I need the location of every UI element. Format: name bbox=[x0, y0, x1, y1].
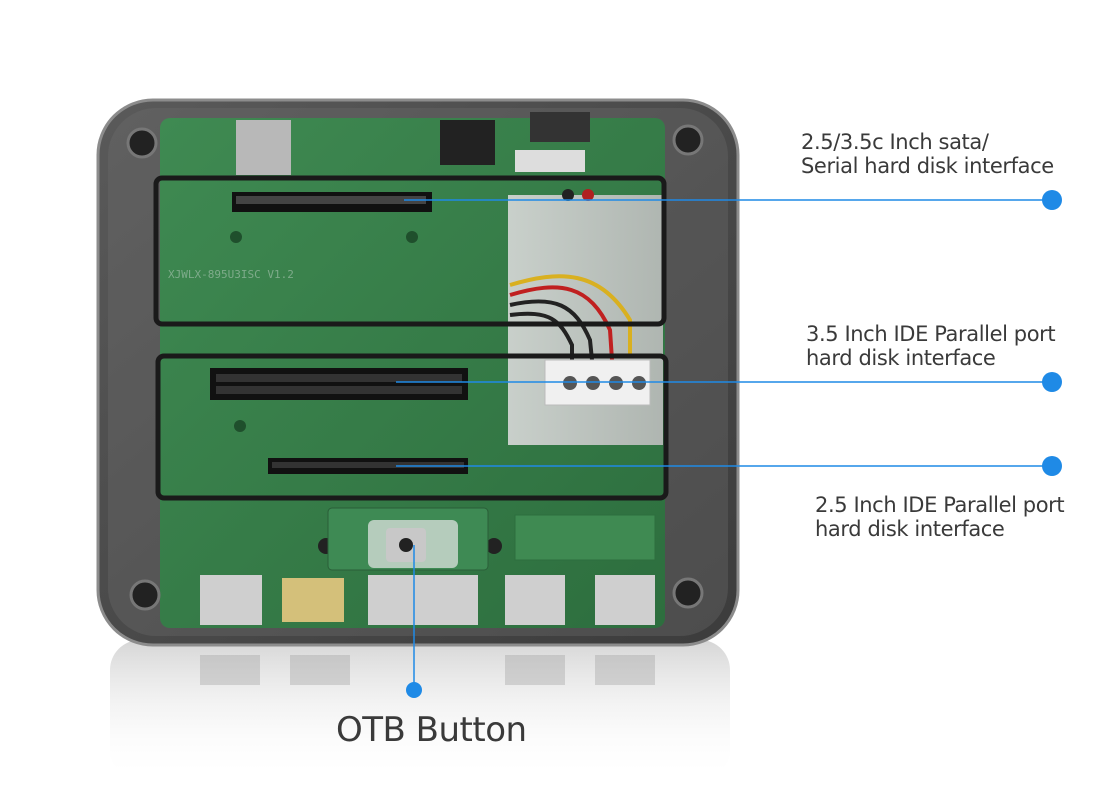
callout-ide35 bbox=[396, 372, 1062, 392]
front-ports bbox=[200, 507, 656, 625]
ide35-label-line-1: 3.5 Inch IDE Parallel port bbox=[806, 322, 1056, 346]
ide25-label: 2.5 Inch IDE Parallel port hard disk int… bbox=[815, 493, 1065, 541]
callout-ide25 bbox=[396, 456, 1062, 476]
ide-bay bbox=[155, 353, 669, 501]
callout-sata bbox=[404, 190, 1062, 210]
ide35-label-line-2: hard disk interface bbox=[806, 346, 996, 370]
case-reflection bbox=[110, 640, 730, 780]
otb-button-label: OTB Button bbox=[336, 710, 527, 750]
callout-otb bbox=[406, 545, 422, 698]
sata-bay bbox=[153, 175, 667, 327]
board-silkscreen-text: XJWLX-895U3ISC V1.2 bbox=[168, 268, 294, 281]
sata-label-line-1: 2.5/3.5c Inch sata/ bbox=[801, 130, 989, 154]
corner-screws bbox=[126, 124, 704, 611]
ide25-label-line-2: hard disk interface bbox=[815, 517, 1005, 541]
sata-label-line-2: Serial hard disk interface bbox=[801, 154, 1054, 178]
sata-label: 2.5/3.5c Inch sata/ Serial hard disk int… bbox=[801, 130, 1054, 178]
ide25-label-line-1: 2.5 Inch IDE Parallel port bbox=[815, 493, 1065, 517]
ide35-label: 3.5 Inch IDE Parallel port hard disk int… bbox=[806, 322, 1056, 370]
